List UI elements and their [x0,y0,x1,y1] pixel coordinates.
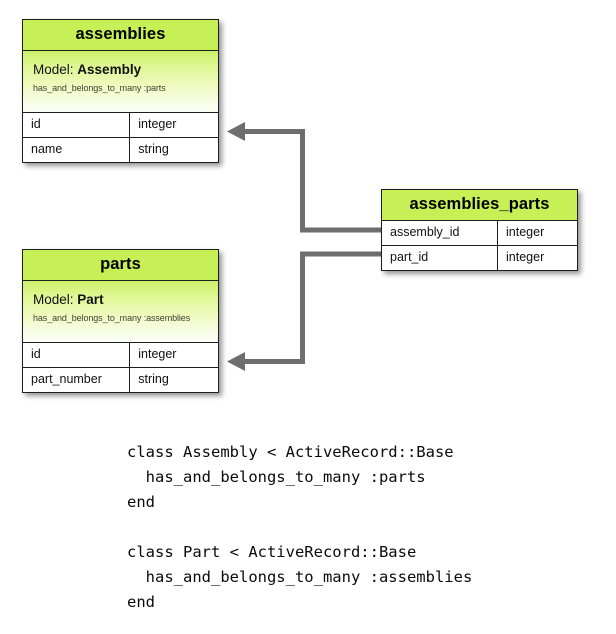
attribute-name: name [23,137,131,162]
attribute-row[interactable]: part_number string [23,367,218,392]
attribute-type: string [138,371,169,386]
arrowhead-to-parts [227,352,245,371]
entity-parts-note: Model: Part has_and_belongs_to_many :ass… [23,280,218,343]
attribute-type: string [138,141,169,156]
entity-parts-model: Model: Part [33,292,208,308]
attribute-type: integer [138,346,177,361]
attribute-row[interactable]: id integer [23,342,218,368]
attribute-name: id [23,112,131,137]
entity-parts-title: parts [23,250,218,281]
attribute-type: integer [138,116,177,131]
attribute-row[interactable]: part_id integer [382,245,577,270]
attribute-name: part_number [23,367,131,392]
entity-assemblies-title: assemblies [23,20,218,51]
connector-assembly-id [238,129,381,233]
entity-parts-association: has_and_belongs_to_many :assemblies [33,313,191,324]
connector-part-id [238,251,381,364]
attribute-row[interactable]: id integer [23,112,218,138]
model-name: Part [77,291,104,307]
attribute-row[interactable]: name string [23,137,218,162]
attribute-name: assembly_id [382,220,499,245]
entity-assemblies-parts[interactable]: assemblies_parts assembly_id integer par… [381,189,578,271]
arrowhead-to-assemblies [227,122,245,141]
attribute-type: integer [506,224,545,239]
entity-assemblies-note: Model: Assembly has_and_belongs_to_many … [23,50,218,113]
attribute-row[interactable]: assembly_id integer [382,220,577,246]
attribute-name: id [23,342,131,367]
entity-assemblies[interactable]: assemblies Model: Assembly has_and_belon… [22,19,219,163]
model-label: Model: [33,61,74,77]
model-label: Model: [33,291,74,307]
entity-assemblies-association: has_and_belongs_to_many :parts [33,83,166,94]
model-name: Assembly [77,61,142,77]
entity-assemblies-parts-title: assemblies_parts [382,190,577,221]
entity-assemblies-model: Model: Assembly [33,62,208,78]
code-snippet: class Assembly < ActiveRecord::Base has_… [127,443,473,611]
attribute-type: integer [506,249,545,264]
attribute-name: part_id [382,245,499,270]
entity-parts[interactable]: parts Model: Part has_and_belongs_to_man… [22,249,219,393]
